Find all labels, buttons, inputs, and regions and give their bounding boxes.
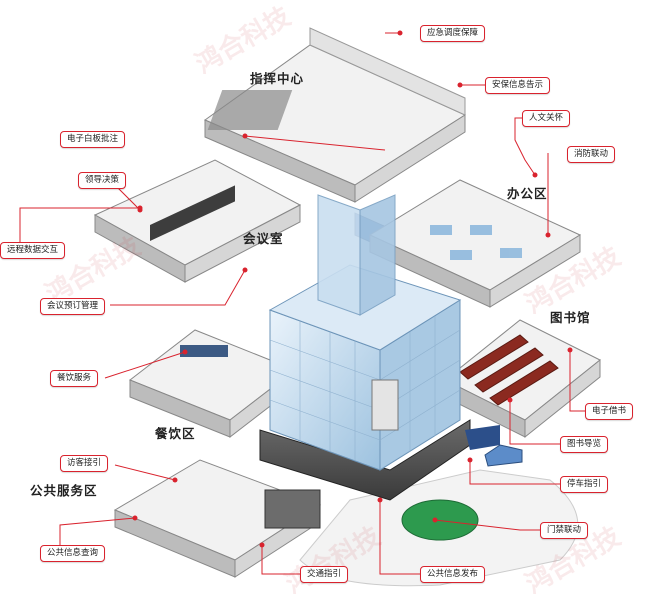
callout-access-control: 门禁联动	[540, 522, 589, 539]
zone-command-center: 指挥中心	[250, 71, 305, 86]
callout-humanistic: 人文关怀	[522, 110, 571, 127]
office-room	[368, 179, 582, 308]
callout-security-info: 安保信息告示	[485, 77, 551, 94]
callout-fire: 消防联动	[567, 146, 616, 163]
callout-traffic: 交通指引	[300, 566, 349, 583]
callout-parking: 停车指引	[560, 476, 609, 493]
callout-booking: 会议预订管理	[40, 298, 106, 315]
glass-tower	[259, 194, 500, 501]
zone-meeting-room: 会议室	[243, 231, 284, 246]
callout-ebook: 电子借书	[585, 403, 634, 420]
car	[484, 444, 523, 467]
callout-visitor: 访客接引	[60, 455, 109, 472]
leader-lines	[19, 32, 585, 575]
library-room	[444, 319, 601, 439]
callout-library-guide: 图书导览	[560, 436, 609, 453]
callout-whiteboard: 电子白板批注	[60, 131, 126, 148]
green-lawn	[401, 499, 479, 541]
zone-office: 办公区	[507, 186, 548, 201]
callout-emergency: 应急调度保障	[420, 25, 486, 42]
zone-library: 图书馆	[550, 310, 591, 325]
marker-dots	[132, 30, 573, 548]
callout-leader: 领导决策	[78, 172, 127, 189]
meeting-room	[93, 159, 302, 283]
public-service-room	[113, 459, 322, 578]
zone-dining: 餐饮区	[155, 426, 196, 441]
callout-remote: 远程数据交互	[0, 242, 66, 259]
zone-public-service: 公共服务区	[30, 483, 98, 498]
callout-public-release: 公共信息发布	[420, 566, 486, 583]
callout-catering: 餐饮服务	[50, 370, 99, 387]
callout-public-query: 公共信息查询	[40, 545, 106, 562]
